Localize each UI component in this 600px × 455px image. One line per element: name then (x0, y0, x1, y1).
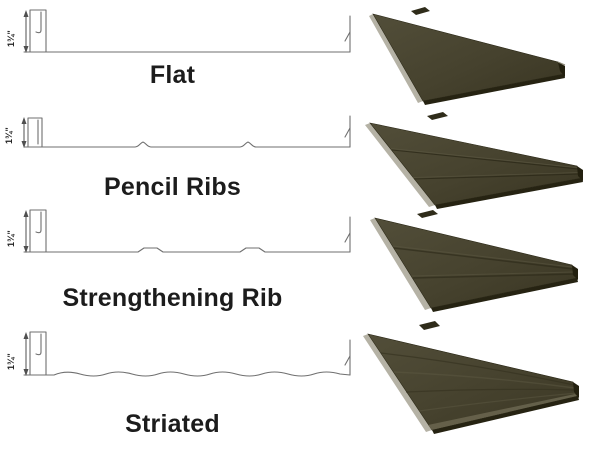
pencil-panel-left-flange (365, 123, 435, 207)
flat-dimension-label: 1¾" (6, 30, 16, 47)
flat-panel-end-cap (558, 62, 565, 77)
profile-drawing-flat: 1¾" (6, 9, 351, 53)
label-strengthening-rib: Strengthening Rib (62, 284, 283, 312)
flat-panel-left-flange (369, 14, 423, 103)
flat-profile-lines (23, 9, 351, 53)
pencil-panel-rib-2 (413, 173, 581, 180)
strength-panel-face (374, 217, 578, 309)
flat-panel-face (372, 13, 565, 102)
striated-profile-lines (23, 331, 351, 377)
pencil-panel-rib-1-highlight (390, 148, 578, 168)
strength-panel-rib-2 (412, 273, 576, 279)
pencil-panel-end-cap (577, 166, 583, 181)
strengthening-rib-dimension-label: 1¾" (6, 230, 16, 247)
flat-panel-seam-tab (411, 7, 430, 15)
panel-3d-pencil-ribs (365, 112, 583, 209)
strength-panel-near-edge (431, 278, 578, 312)
flat-panel-end-highlight (557, 61, 566, 66)
panel-3d-strengthening-rib (370, 210, 578, 312)
pencil-panel-rib-2-highlight (412, 172, 580, 178)
striated-panel-end-cap (573, 382, 579, 398)
pencil-panel-seam-tab (427, 112, 448, 120)
striated-panel-striation-4 (418, 392, 578, 412)
striated-panel-near-edge (432, 396, 579, 434)
profile-drawing-strengthening-rib: 1¾" (6, 209, 351, 253)
flat-dimension-arrows (23, 10, 29, 53)
strength-panel-rib-1-highlight (392, 245, 573, 268)
strengthening-rib-dimension-arrows (23, 210, 29, 253)
striated-panel-striation-1 (380, 352, 575, 386)
strength-panel-left-flange (370, 218, 431, 310)
strength-panel-rib-1 (393, 247, 574, 270)
striated-panel-striation-3 (405, 388, 577, 393)
striated-panel-striation-2 (393, 371, 576, 389)
label-striated: Striated (125, 410, 220, 438)
strength-panel-end-cap (572, 265, 578, 280)
strengthening-rib-profile-lines (23, 209, 351, 253)
profile-drawing-pencil-ribs: 1¾" (4, 115, 351, 148)
label-pencil-ribs: Pencil Ribs (104, 173, 241, 201)
panel-3d-striated (363, 321, 579, 434)
striated-dimension-arrows (23, 332, 29, 376)
pencil-panel-rib-1 (391, 149, 579, 170)
striated-panel-seam-tab (419, 321, 440, 330)
strength-panel-rib-2-highlight (411, 271, 575, 277)
pencil-ribs-profile-lines (23, 115, 351, 148)
label-flat: Flat (149, 61, 196, 89)
profile-drawing-striated: 1¾" (6, 331, 351, 377)
pencil-ribs-dimension-arrows (21, 117, 27, 148)
pencil-ribs-dimension-label: 1¾" (4, 127, 14, 144)
striated-panel-left-flange (363, 334, 432, 432)
pencil-panel-near-edge (435, 178, 583, 209)
striated-panel-near-edge-highlight (428, 394, 577, 430)
flat-panel-near-edge (423, 74, 565, 105)
striated-dimension-label: 1¾" (6, 353, 16, 370)
panel-3d-flat (369, 7, 566, 105)
strength-panel-seam-tab (417, 210, 438, 218)
